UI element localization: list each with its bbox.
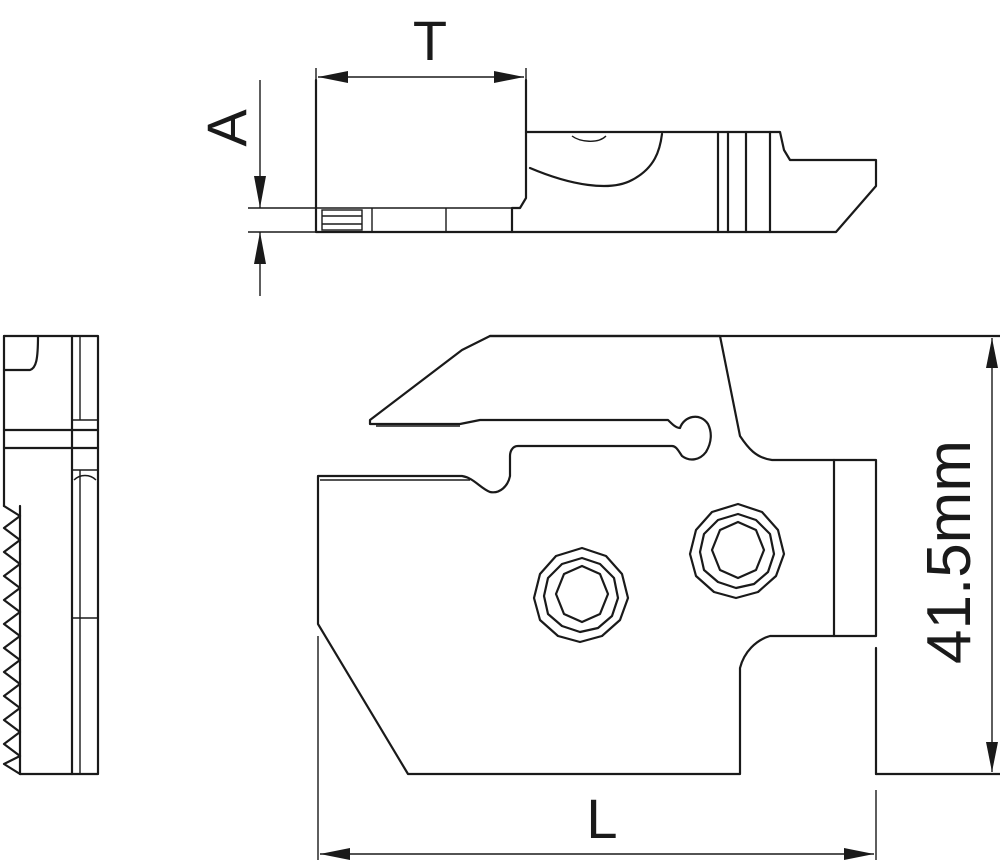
dim-height-arrow-bottom <box>986 742 998 772</box>
label-l: L <box>586 787 617 850</box>
label-t: T <box>413 9 447 72</box>
label-a: A <box>195 109 258 147</box>
dim-t-arrow-left <box>318 71 348 83</box>
dim-l-arrow-left <box>320 848 350 860</box>
screw-left <box>532 546 630 644</box>
side-view-serrations <box>2 504 22 776</box>
dim-t-arrow-right <box>494 71 524 83</box>
dim-a-arrow-bottom <box>254 232 266 264</box>
dim-l-arrow-right <box>844 848 874 860</box>
top-view-slot <box>321 209 363 231</box>
front-view <box>316 334 1000 776</box>
side-view-outline <box>2 334 100 776</box>
top-view <box>248 78 878 234</box>
label-height: 41.5mm <box>915 440 984 664</box>
dim-a-arrow-top <box>254 176 266 208</box>
dim-height-arrow-top <box>986 338 998 368</box>
side-view-top-detail <box>2 334 40 372</box>
top-view-hole-arc <box>571 135 607 142</box>
front-view-blade <box>316 334 878 776</box>
top-view-blade <box>510 130 878 234</box>
side-view <box>2 334 100 776</box>
top-view-block <box>314 78 528 234</box>
dimension-height: 41.5mm <box>915 338 998 772</box>
dimension-l: L <box>317 636 877 860</box>
side-view-hole-arc <box>73 474 97 481</box>
screw-right <box>688 502 786 600</box>
dimension-a: A <box>195 80 266 296</box>
dimension-t: T <box>315 9 527 96</box>
top-view-curved-relief <box>528 132 664 188</box>
